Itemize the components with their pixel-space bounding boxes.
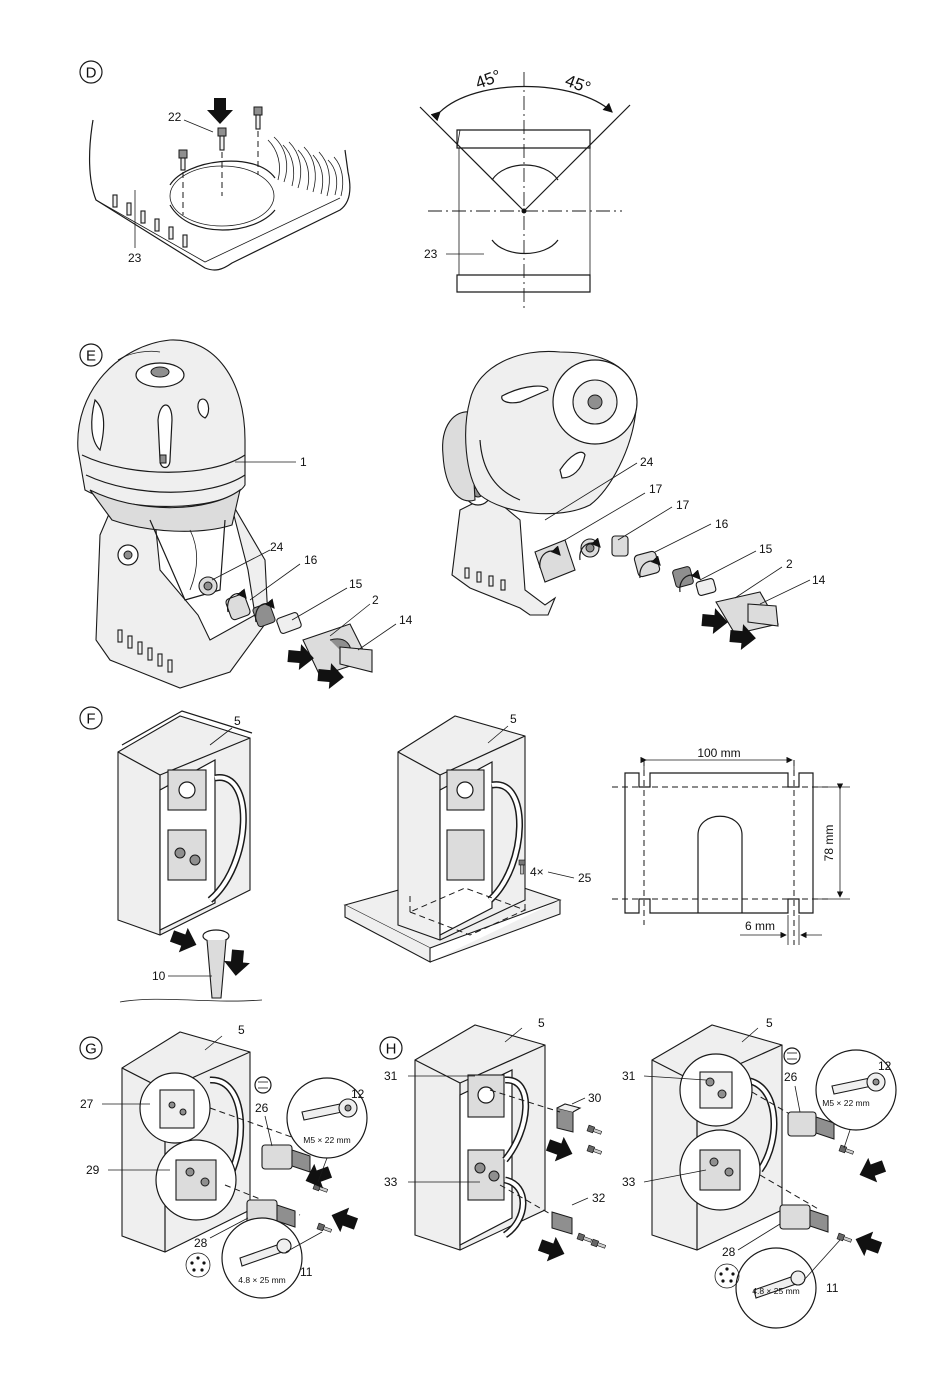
label-10: 10 — [152, 969, 166, 983]
label-2-left: 2 — [372, 593, 379, 607]
label-14-left: 14 — [399, 613, 413, 627]
step-letter: G — [85, 1041, 97, 1058]
label-25: 25 — [578, 871, 592, 885]
label-24-right: 24 — [640, 455, 654, 469]
label-31-left: 31 — [384, 1069, 398, 1083]
dimension-slot: 6 mm — [745, 919, 775, 933]
step-letter: H — [386, 1041, 397, 1058]
bracket-top-view: 45° 45° 23 — [420, 66, 630, 312]
step-letter: E — [86, 348, 96, 365]
panel-h: H 5 — [380, 1016, 896, 1328]
wall-box-mounted: 4× 25 5 — [345, 712, 592, 962]
label-11-g: 11 — [300, 1265, 313, 1279]
label-17-b: 17 — [676, 498, 690, 512]
label-15-left: 15 — [349, 577, 363, 591]
panel-f: F 10 5 — [80, 707, 850, 1002]
five-hole-symbol — [186, 1253, 210, 1277]
label-33-left: 33 — [384, 1175, 398, 1189]
step-marker-f: F — [80, 707, 102, 729]
label-12-h: 12 — [878, 1059, 892, 1073]
step-letter: D — [86, 65, 97, 82]
bracket-perspective: 22 23 — [90, 98, 350, 270]
label-5-h-left: 5 — [538, 1016, 545, 1030]
label-32: 32 — [592, 1191, 606, 1205]
label-1: 1 — [300, 455, 307, 469]
step-marker-g: G — [80, 1037, 102, 1059]
label-22: 22 — [168, 110, 182, 124]
screw-spec-m5: M5 × 22 mm — [303, 1135, 350, 1145]
label-24-left: 24 — [270, 540, 284, 554]
label-11-h: 11 — [826, 1281, 839, 1295]
unit-left: 1 24 16 15 2 14 — [78, 340, 413, 690]
label-29: 29 — [86, 1163, 100, 1177]
label-26-h: 26 — [784, 1070, 798, 1084]
panel-d: D — [80, 61, 630, 312]
screw-spec-wood-h: 4.8 × 25 mm — [752, 1286, 799, 1296]
dimension-width: 100 mm — [697, 746, 740, 760]
label-28-h: 28 — [722, 1245, 736, 1259]
step-marker-d: D — [80, 61, 102, 83]
label-23-top: 23 — [424, 247, 438, 261]
angle-label-right: 45° — [563, 71, 594, 98]
label-26-g: 26 — [255, 1101, 269, 1115]
label-14-right: 14 — [812, 573, 826, 587]
label-5-f-mid: 5 — [510, 712, 517, 726]
label-16-right: 16 — [715, 517, 729, 531]
label-30: 30 — [588, 1091, 602, 1105]
screw-spec-m5-h: M5 × 22 mm — [822, 1098, 869, 1108]
label-16-left: 16 — [304, 553, 318, 567]
label-5-h-right: 5 — [766, 1016, 773, 1030]
unit-right: 24 17 17 16 15 2 14 — [443, 351, 826, 651]
label-31-right: 31 — [622, 1069, 636, 1083]
label-5-g: 5 — [238, 1023, 245, 1037]
panel-e: E — [78, 340, 826, 690]
label-15-right: 15 — [759, 542, 773, 556]
label-17-a: 17 — [649, 482, 663, 496]
step-letter: F — [86, 711, 95, 728]
label-23: 23 — [128, 251, 142, 265]
label-5-f-left: 5 — [234, 714, 241, 728]
box-h-right: M5 × 22 mm 4.8 × 25 mm 5 31 26 12 33 28 … — [622, 1016, 896, 1328]
step-marker-e: E — [80, 344, 102, 366]
panel-g: G M5 × 22 mm 4.8 — [80, 1023, 367, 1298]
label-4x: 4× — [530, 865, 544, 879]
screw-spec-wood: 4.8 × 25 mm — [238, 1275, 285, 1285]
five-hole-symbol-h — [715, 1264, 739, 1288]
step-marker-h: H — [380, 1037, 402, 1059]
mounting-template: 100 mm 78 mm 6 mm — [612, 746, 850, 945]
label-28-g: 28 — [194, 1236, 208, 1250]
label-27: 27 — [80, 1097, 94, 1111]
box-h-left: 5 31 30 33 32 — [384, 1016, 606, 1266]
wall-box-left: 10 5 — [118, 711, 262, 1002]
label-2-right: 2 — [786, 557, 793, 571]
label-12-g: 12 — [351, 1087, 365, 1101]
label-33-right: 33 — [622, 1175, 636, 1189]
dimension-height: 78 mm — [822, 825, 836, 862]
